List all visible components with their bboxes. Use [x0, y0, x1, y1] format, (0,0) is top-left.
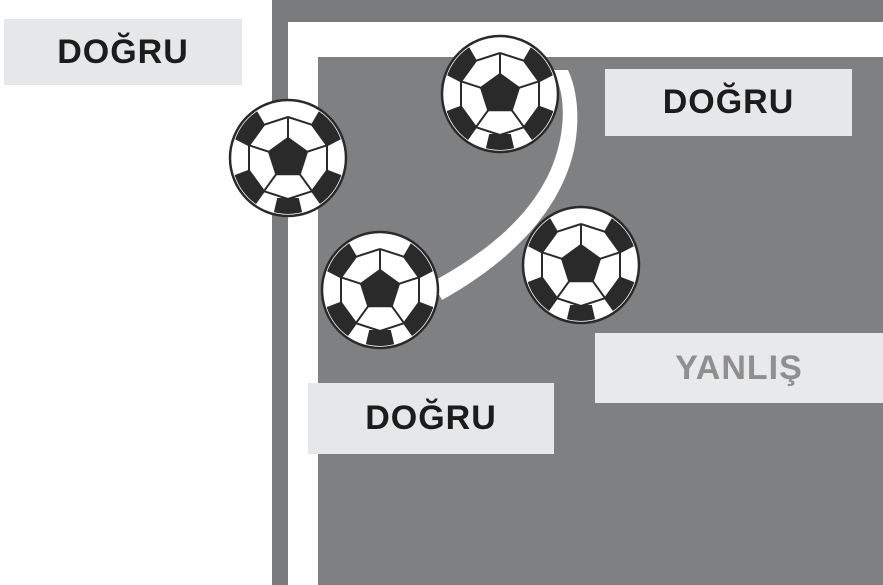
soccer-ball-icon [523, 207, 639, 323]
label-wrong-bottom-right: YANLIŞ [595, 333, 883, 403]
ball-trajectory-curve [432, 70, 578, 300]
soccer-ball-icon [230, 100, 346, 216]
label-correct-top-left: DOĞRU [4, 19, 242, 85]
soccer-ball-icon [442, 36, 558, 152]
label-correct-bottom-left: DOĞRU [308, 383, 554, 454]
soccer-ball-icon [322, 232, 438, 348]
label-correct-top-right: DOĞRU [605, 69, 852, 136]
